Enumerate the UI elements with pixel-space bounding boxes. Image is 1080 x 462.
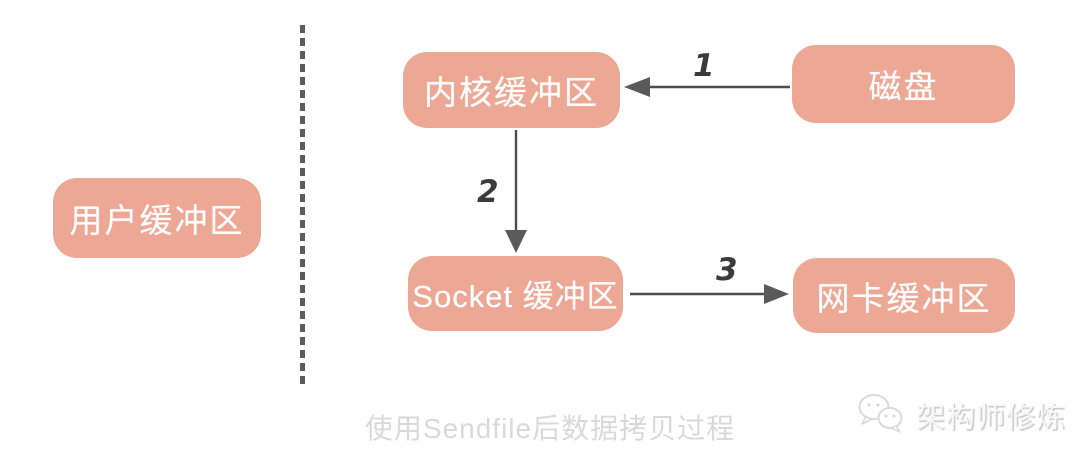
- node-socket-buffer-label: Socket 缓冲区: [412, 279, 619, 314]
- node-user-buffer: 用户缓冲区: [53, 178, 261, 258]
- watermark-text: 架构师修炼: [916, 402, 1067, 434]
- node-disk-label: 磁盘: [868, 68, 939, 105]
- edge-label-step2: 2: [477, 174, 499, 210]
- arrow-disk-to-kernel-icon: [624, 77, 790, 97]
- node-nic-buffer-label: 网卡缓冲区: [816, 279, 992, 317]
- node-nic-buffer: 网卡缓冲区: [793, 258, 1015, 333]
- diagram-caption: 使用Sendfile后数据拷贝过程: [364, 413, 736, 444]
- arrow-kernel-to-socket-icon: [505, 130, 527, 253]
- node-kernel-buffer: 内核缓冲区: [403, 52, 620, 128]
- dashed-divider: [300, 25, 305, 389]
- watermark: 架构师修炼: [856, 392, 1066, 438]
- wechat-icon: [858, 394, 903, 433]
- arrow-socket-to-nic-icon: [630, 284, 789, 304]
- node-socket-buffer: Socket 缓冲区: [408, 256, 623, 331]
- node-disk: 磁盘: [792, 45, 1015, 123]
- node-kernel-buffer-label: 内核缓冲区: [424, 74, 599, 111]
- node-user-buffer-label: 用户缓冲区: [69, 202, 245, 239]
- edge-label-step1: 1: [693, 48, 715, 84]
- edge-label-step3: 3: [716, 252, 738, 288]
